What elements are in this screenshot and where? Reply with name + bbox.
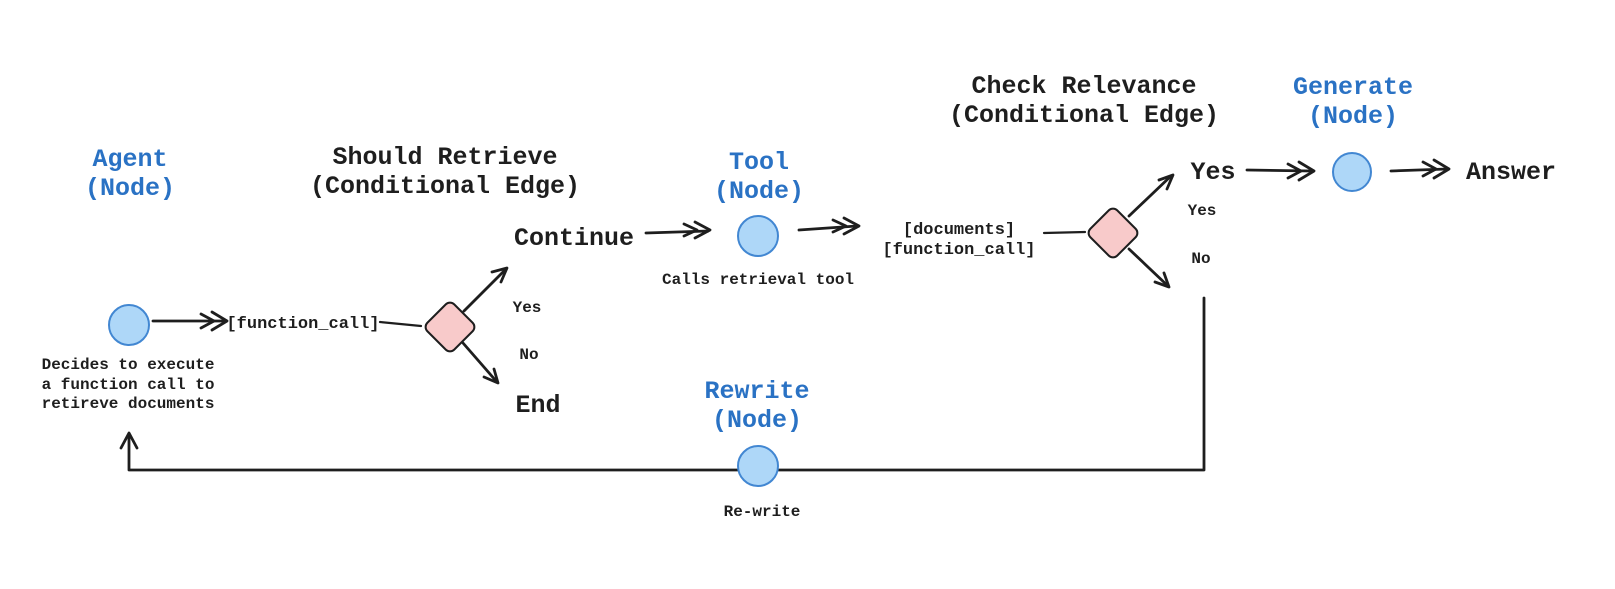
text-documents-function-call: [documents] [function_call] (882, 221, 1036, 260)
text-yes-left: Yes (512, 299, 542, 317)
edge-check-relevance-no (1127, 247, 1171, 289)
text-agent-description: Decides to execute a function call to re… (41, 356, 215, 413)
edge-check-relevance-yes (1127, 173, 1175, 218)
edge-documents-to-diamond (1042, 230, 1087, 235)
node-circle-agent (108, 304, 150, 346)
label-agent-node: Agent (Node) (84, 145, 176, 203)
edge-should-retrieve-yes (462, 266, 509, 313)
label-tool-node: Tool (Node) (713, 148, 805, 206)
edge-continue-to-tool (644, 220, 712, 240)
edge-yes-to-generate (1245, 160, 1316, 182)
text-function-call: [function_call] (226, 315, 380, 334)
edge-rewrite-loop (119, 296, 1206, 472)
text-rewrite: Re-write (723, 503, 801, 521)
edge-should-retrieve-no (461, 341, 500, 385)
text-yes-big: Yes (1190, 158, 1236, 187)
text-no-left: No (519, 346, 539, 364)
node-circle-rewrite (737, 445, 779, 487)
label-generate-node: Generate (Node) (1292, 73, 1414, 131)
title-should-retrieve: Should Retrieve (Conditional Edge) (309, 143, 581, 201)
edge-agent-to-function-call (151, 310, 229, 332)
text-calls-retrieval-tool: Calls retrieval tool (661, 271, 855, 289)
label-rewrite-node: Rewrite (Node) (704, 377, 810, 435)
text-end: End (515, 391, 561, 420)
text-yes-right: Yes (1187, 202, 1217, 220)
edge-generate-to-answer (1389, 158, 1451, 180)
node-circle-tool (737, 215, 779, 257)
title-check-relevance: Check Relevance (Conditional Edge) (948, 72, 1220, 130)
text-no-right: No (1191, 250, 1211, 268)
node-circle-generate (1332, 152, 1372, 192)
edge-tool-to-documents (797, 216, 861, 236)
edge-function-call-to-diamond (378, 320, 423, 328)
text-answer: Answer (1465, 158, 1557, 187)
text-continue: Continue (513, 224, 635, 253)
